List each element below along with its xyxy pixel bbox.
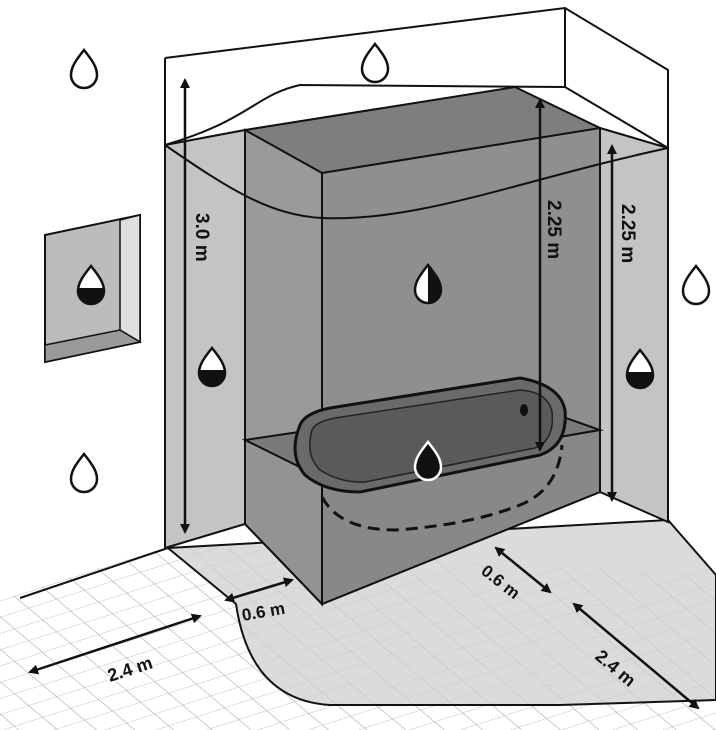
zone1-top-curve: [164, 144, 669, 220]
drop-outline-icon: [360, 42, 390, 84]
bathtub: [293, 376, 567, 532]
left-wall-zone2: [164, 128, 246, 550]
bath-drain: [520, 404, 528, 416]
drop-outline-icon: [681, 264, 711, 306]
right-wall-zone2: [599, 126, 669, 524]
room-outline: [164, 6, 669, 148]
drop-outline-icon: [69, 452, 99, 494]
arrow-width-right: [494, 546, 552, 594]
drop-outline-icon: [69, 48, 99, 90]
drop-half-icon: [76, 263, 106, 306]
label-zone1-height-back: 2.25 m: [543, 200, 564, 259]
arrow-width-left: [224, 577, 294, 603]
drop-half-icon: [625, 347, 655, 390]
drop-full-icon: [413, 439, 443, 482]
label-ceiling-height: 3.0 m: [191, 213, 212, 262]
arrow-reach-right: [572, 602, 700, 710]
drop-half-icon: [197, 345, 227, 388]
zone-ceiling-curve: [164, 83, 669, 149]
bath-underside: [320, 444, 564, 532]
label-zone1-height-side: 2.25 m: [617, 204, 638, 263]
arrow-reach-left: [28, 613, 202, 675]
dimension-arrows: [28, 78, 700, 710]
drop-half-vertical-icon: [413, 262, 443, 305]
floor-front-edge: [19, 547, 169, 599]
bath-surround-left: [244, 438, 323, 607]
